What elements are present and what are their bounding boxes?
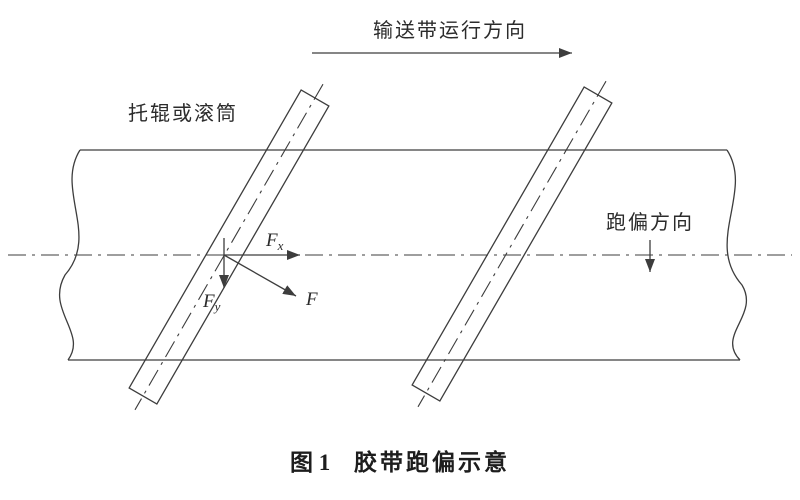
belt-right-break [726,149,748,361]
belt-left-break [59,149,81,361]
roller-1-body [128,89,330,405]
force-fy-sub: y [213,299,221,314]
roller-label: 托辊或滚筒 [128,102,238,125]
figure-caption-number: 图 1 [290,450,330,475]
force-fy-label: Fy [202,291,221,314]
force-fy-main: F [202,291,215,312]
force-fx-main: F [265,230,278,251]
force-f-arrow [223,254,297,297]
figure-caption-title: 胶带跑偏示意 [354,449,510,475]
deviation-label: 跑偏方向 [606,211,694,234]
force-f-label: F [305,289,318,310]
roller-1-axis [134,83,324,411]
belt-direction-label: 输送带运行方向 [373,19,527,42]
force-fx-sub: x [277,238,284,253]
figure-caption: 图 1 胶带跑偏示意 [290,449,510,475]
roller-1 [128,83,330,411]
roller-2-axis [417,80,607,408]
force-fx-label: Fx [265,230,284,253]
roller-2 [411,80,613,408]
roller-2-body [411,86,613,402]
